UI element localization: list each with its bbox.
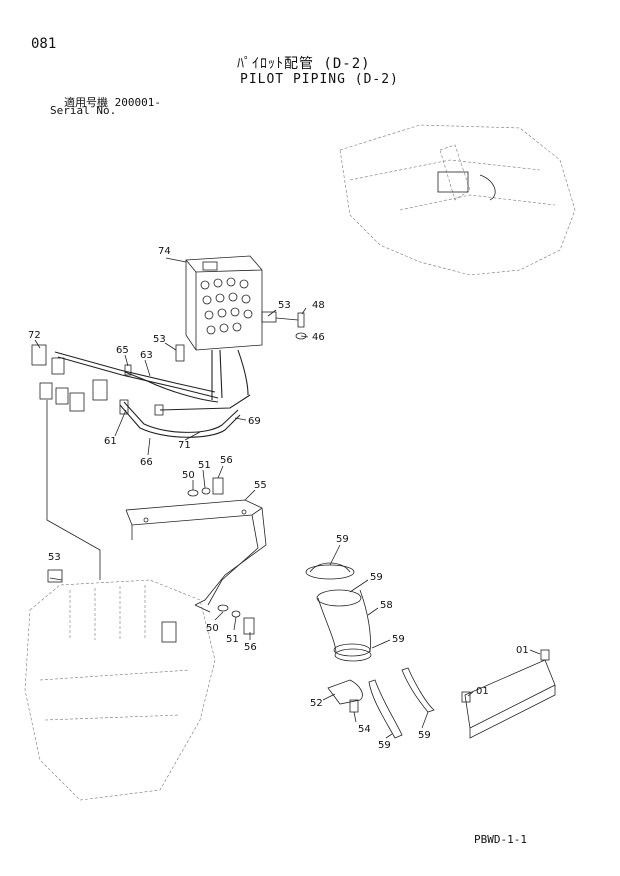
duct-hose	[305, 562, 372, 662]
callout-65: 65	[116, 345, 129, 356]
callout-01-upper: 01	[516, 645, 529, 656]
callout-labels: 74 72 65 63 53 53 48 46 69 71 61 66 50 5…	[28, 246, 529, 751]
callout-53-valve: 53	[153, 334, 166, 345]
callout-59-top: 59	[336, 534, 349, 545]
control-valve	[24, 579, 216, 801]
callout-55: 55	[254, 480, 267, 491]
callout-46: 46	[312, 332, 325, 343]
serial-label-english: Serial No.	[50, 104, 117, 117]
callout-01-lower: 01	[476, 686, 489, 697]
callout-63: 63	[140, 350, 153, 361]
callout-50-lower: 50	[206, 623, 219, 634]
callout-59-upper: 59	[370, 572, 383, 583]
mounting-plate	[461, 649, 556, 739]
callout-54: 54	[358, 724, 371, 735]
leader-lines	[34, 257, 541, 739]
callout-58: 58	[380, 600, 393, 611]
callout-53-lower: 53	[48, 552, 61, 563]
callout-48: 48	[312, 300, 325, 311]
callout-51-upper: 51	[198, 460, 211, 471]
callout-69: 69	[248, 416, 261, 427]
fasteners-lower	[47, 569, 255, 635]
callout-61: 61	[104, 436, 117, 447]
callout-52: 52	[310, 698, 323, 709]
pilot-valve-block	[185, 255, 277, 351]
callout-74: 74	[158, 246, 171, 257]
callout-59-band-left: 59	[378, 740, 391, 751]
footer-code: PBWD-1-1	[474, 833, 527, 846]
callout-50-upper: 50	[182, 470, 195, 481]
callout-53-right: 53	[278, 300, 291, 311]
callout-59-band-right: 59	[418, 730, 431, 741]
machine-overview	[339, 124, 576, 276]
bracket	[125, 499, 267, 613]
callout-59-mid: 59	[392, 634, 405, 645]
serial-label-japanese: 適用号機 200001-	[64, 96, 161, 109]
bolt-48	[275, 312, 307, 340]
page-number: 081	[31, 36, 57, 52]
callout-71: 71	[178, 440, 191, 451]
title-english: PILOT PIPING (D-2)	[240, 72, 399, 87]
elbow-fittings	[31, 344, 185, 412]
callout-51-lower: 51	[226, 634, 239, 645]
callout-56-lower: 56	[244, 642, 257, 653]
callout-66: 66	[140, 457, 153, 468]
callout-56-upper: 56	[220, 455, 233, 466]
band-clamps	[327, 667, 435, 739]
title-japanese: ﾊﾟｲﾛｯﾄ配管 (D-2)	[237, 56, 371, 72]
callout-72: 72	[28, 330, 41, 341]
